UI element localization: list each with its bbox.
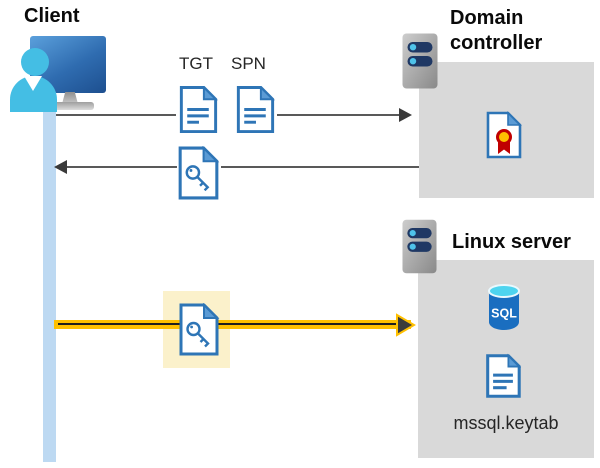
sql-connection-arrowhead-icon: [396, 313, 416, 337]
sql-badge-text: SQL: [491, 307, 517, 321]
monitor-stand: [62, 92, 78, 104]
linux-server-label: Linux server: [452, 231, 571, 253]
client-lifeline: [43, 92, 56, 462]
response-arrow-line-right: [221, 166, 419, 168]
user-collar: [24, 76, 42, 91]
certificate-icon: [486, 111, 522, 159]
sql-connection-arrow-core: [58, 323, 398, 325]
keytab-file-icon: [486, 353, 521, 398]
user-icon: [21, 48, 49, 76]
request-arrowhead-icon: [399, 108, 412, 122]
domain-controller-label: Domain controller: [450, 7, 543, 54]
spn-label: SPN: [231, 54, 266, 73]
response-arrowhead-icon: [54, 160, 67, 174]
key-file-icon: [179, 303, 220, 356]
spn-ticket-document-icon: [236, 86, 275, 133]
request-arrow-line-right: [277, 114, 400, 116]
response-arrow-line-left: [67, 166, 177, 168]
request-arrow-line-left: [56, 114, 176, 116]
client-computer-icon: [10, 34, 110, 114]
keytab-caption: mssql.keytab: [453, 413, 559, 433]
tgt-label: TGT: [179, 54, 213, 73]
server-icon: [402, 33, 438, 89]
monitor-base: [52, 102, 94, 110]
client-label: Client: [24, 5, 80, 27]
key-file-icon: [178, 146, 220, 200]
sql-database-icon: SQL: [488, 284, 520, 330]
tgt-ticket-document-icon: [179, 86, 218, 133]
server-icon: [402, 219, 437, 274]
